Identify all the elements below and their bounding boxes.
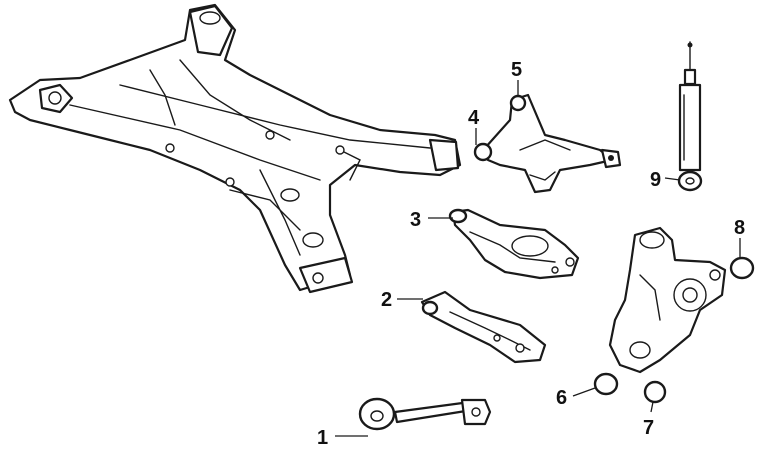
- bushing-6: [593, 372, 619, 396]
- bushing-7: [643, 380, 667, 404]
- callout-9: 9: [650, 169, 661, 191]
- callout-8: 8: [734, 217, 745, 239]
- upper-control-arm: [473, 93, 622, 194]
- shock-absorber: [677, 41, 703, 192]
- rear-subframe: [8, 3, 462, 294]
- leader-lines: [335, 80, 741, 437]
- callout-6: 6: [556, 387, 567, 409]
- callout-2: 2: [381, 289, 392, 311]
- leader-6: [572, 387, 596, 397]
- lateral-link: [420, 290, 547, 364]
- callout-4: 4: [468, 107, 480, 129]
- callout-labels: 1 2 3 4 5 6 7 8 9: [317, 59, 745, 449]
- toe-link: [358, 397, 492, 431]
- callout-3: 3: [410, 209, 421, 231]
- leader-7: [650, 401, 654, 413]
- callout-1: 1: [317, 427, 328, 449]
- callout-7: 7: [643, 417, 654, 439]
- callout-5: 5: [511, 59, 522, 81]
- rear-knuckle: [608, 226, 727, 374]
- lower-control-arm: [448, 208, 580, 280]
- bushing-8: [729, 256, 755, 280]
- leader-9: [664, 177, 681, 181]
